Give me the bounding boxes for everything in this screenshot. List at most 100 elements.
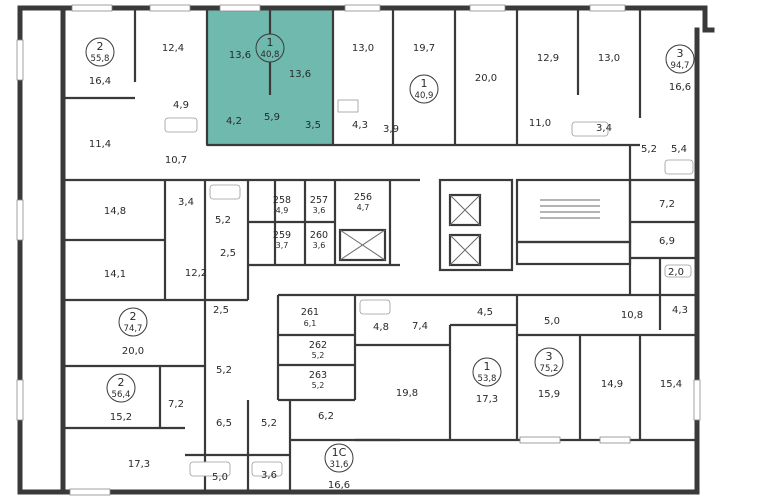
apartment-area: 53,8 [478,374,497,384]
room-area: 4,5 [477,307,493,318]
storage-unit-area: 3,6 [313,241,326,250]
apartment-label[interactable]: 1С 31,6 [324,443,354,473]
room-area: 13,0 [352,43,374,54]
apartment-area: 31,6 [330,460,349,470]
room-area: 6,5 [216,418,232,429]
apartment-rooms: 3 [677,47,684,60]
room-area: 3,9 [383,124,399,135]
room-area: 20,0 [475,73,497,84]
storage-unit[interactable]: 261 6,1 [301,307,319,328]
apartment-label[interactable]: 2 56,4 [106,373,136,403]
room-area: 4,3 [352,120,368,131]
room-area: 4,9 [173,100,189,111]
apartment-rooms: 1С [332,446,347,459]
apartment-label[interactable]: 3 94,7 [665,44,695,74]
room-area: 5,9 [264,112,280,123]
room-area: 4,2 [226,116,242,127]
room-area: 15,9 [538,389,560,400]
storage-unit[interactable]: 262 5,2 [309,340,327,360]
storage-unit-number: 258 [273,195,291,206]
room-area: 5,2 [261,418,277,429]
room-area: 13,6 [229,50,251,61]
room-area: 12,9 [537,53,559,64]
storage-unit-number: 260 [310,230,328,241]
room-area: 13,6 [289,69,311,80]
apartment-area: 40,8 [261,50,280,60]
fixtures [164,99,694,477]
storage-unit-number: 261 [301,307,319,318]
apartment-label[interactable]: 3 75,2 [534,347,564,377]
room-area: 14,8 [104,206,126,217]
room-area: 2,0 [668,267,684,278]
storage-unit[interactable]: 260 3,6 [310,230,328,250]
room-area: 2,5 [213,305,229,316]
storage-unit[interactable]: 259 3,7 [273,230,291,250]
room-area: 3,4 [178,197,194,208]
room-area: 10,8 [621,310,643,321]
room-area: 16,6 [669,82,691,93]
storage-unit-area: 5,2 [312,351,325,360]
apartment-area: 74,7 [124,324,143,334]
room-area: 14,9 [601,379,623,390]
apartment-rooms: 1 [421,77,428,90]
apartment-rooms: 3 [546,350,553,363]
storage-unit[interactable]: 263 5,2 [309,370,327,390]
room-area: 14,1 [104,269,126,280]
apartment-label[interactable]: 2 74,7 [118,307,148,337]
apartment-label[interactable]: 1 53,8 [472,357,502,387]
room-area: 15,4 [660,379,682,390]
room-area: 5,4 [671,144,687,155]
room-area: 4,8 [373,322,389,333]
room-area: 16,6 [328,480,350,491]
room-area: 12,2 [185,268,207,279]
room-area: 4,3 [672,305,688,316]
apartment-label-highlighted[interactable]: 1 40,8 [255,33,285,63]
room-area: 7,2 [168,399,184,410]
apartment-area: 75,2 [540,364,559,374]
storage-unit-number: 256 [354,192,372,203]
storage-unit-area: 6,1 [304,319,317,328]
room-area: 19,7 [413,43,435,54]
room-areas: 16,4 12,4 4,9 11,4 10,7 13,0 4,3 19,7 3,… [89,43,691,491]
room-area: 5,2 [641,144,657,155]
storage-unit-area: 5,2 [312,381,325,390]
room-area: 5,2 [216,365,232,376]
room-area: 3,4 [596,123,612,134]
storage-unit[interactable]: 256 4,7 [354,192,372,212]
room-area: 10,7 [165,155,187,166]
room-area: 11,4 [89,139,111,150]
room-area: 13,0 [598,53,620,64]
room-area: 6,9 [659,236,675,247]
storage-unit-number: 257 [310,195,328,206]
storage-unit-area: 4,7 [357,203,370,212]
apartment-area: 40,9 [415,91,434,101]
apartment-rooms: 1 [267,36,274,49]
storage-unit-area: 4,9 [276,206,289,215]
room-area: 16,4 [89,76,111,87]
windows [16,4,701,496]
room-area: 19,8 [396,388,418,399]
storage-unit-number: 259 [273,230,291,241]
storage-unit[interactable]: 258 4,9 [273,195,291,215]
room-area: 3,5 [305,120,321,131]
room-area: 5,0 [212,472,228,483]
apartment-labels: 2 55,8 1 40,8 1 40,9 3 94,7 2 74,7 2 56,… [85,33,695,473]
apartment-rooms: 2 [97,40,104,53]
storage-units: 258 4,9 257 3,6 256 4,7 259 3,7 260 3,6 … [273,192,372,390]
storage-unit-number: 262 [309,340,327,351]
apartment-rooms: 2 [118,376,125,389]
apartment-rooms: 1 [484,360,491,373]
apartment-label[interactable]: 1 40,9 [409,74,439,104]
apartment-label[interactable]: 2 55,8 [85,37,115,67]
room-area: 6,2 [318,411,334,422]
room-area: 2,5 [220,248,236,259]
highlighted-room-areas: 13,6 13,6 4,2 5,9 3,5 [226,50,321,131]
outer-wall [17,5,715,495]
storage-unit[interactable]: 257 3,6 [310,195,328,215]
interior-walls [63,8,697,492]
storage-unit-number: 263 [309,370,327,381]
storage-unit-area: 3,6 [313,206,326,215]
room-area: 17,3 [476,394,498,405]
room-area: 5,0 [544,316,560,327]
